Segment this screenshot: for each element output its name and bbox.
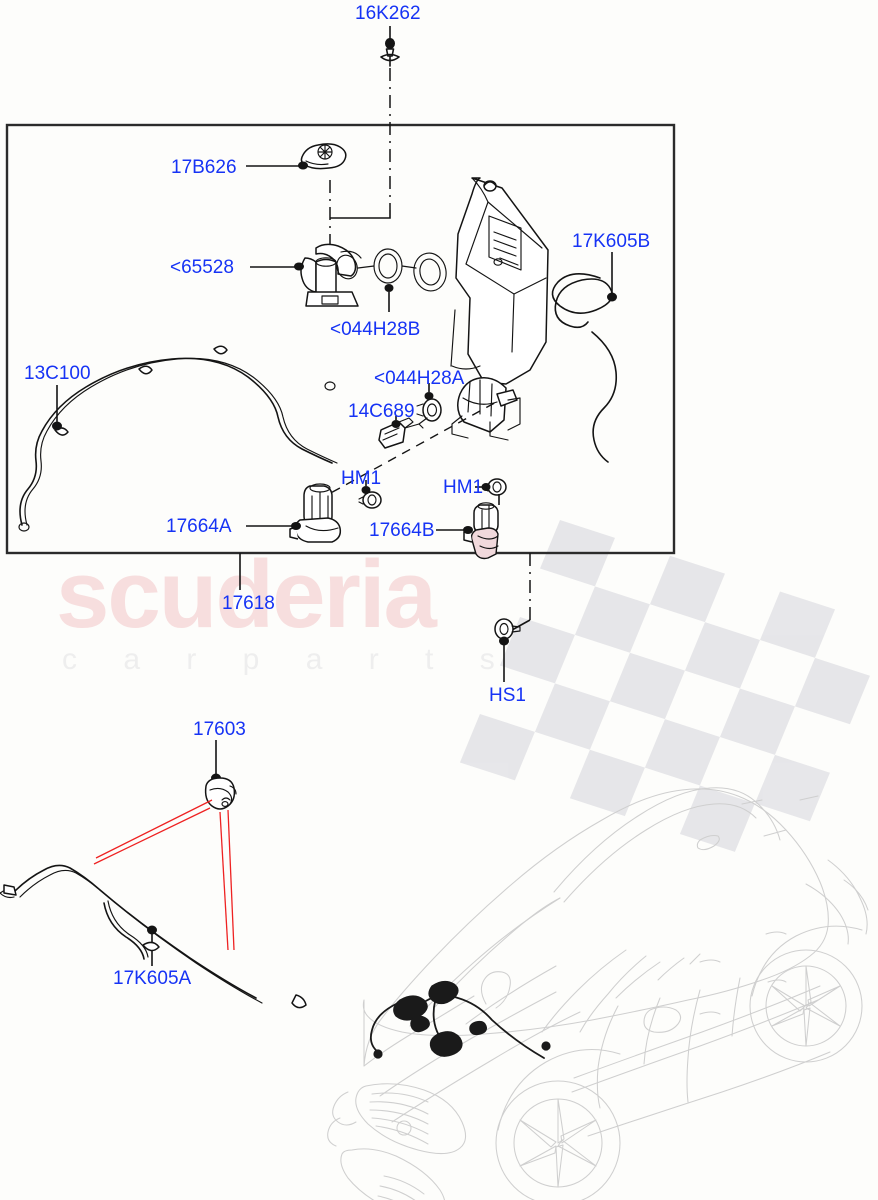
- label-044H28A[interactable]: <044H28A: [374, 368, 465, 389]
- label-17K605A[interactable]: 17K605A: [113, 968, 192, 989]
- part-044H28A-grommet: [416, 383, 442, 422]
- label-17B626[interactable]: 17B626: [171, 157, 237, 178]
- assembly-elbow-16K262: [330, 210, 391, 219]
- part-HS1-screw: [494, 553, 531, 682]
- part-17664B-pump: [436, 502, 499, 560]
- watermark-primary: scuderia: [56, 541, 437, 648]
- part-HM1-right-screw: [475, 478, 507, 505]
- label-17664B[interactable]: 17664B: [369, 520, 435, 541]
- watermark-secondary: c a r p a r t s: [62, 643, 514, 676]
- label-17K605B[interactable]: 17K605B: [572, 231, 651, 252]
- part-17618-reservoir: [401, 177, 549, 441]
- callout-red-lines: [93, 799, 235, 951]
- part-14C689-connector: [378, 416, 428, 449]
- label-044H28B[interactable]: <044H28B: [330, 319, 421, 340]
- part-17K605A-hose: [0, 864, 307, 1009]
- leader-65528: [250, 262, 304, 271]
- label-65528[interactable]: <65528: [170, 257, 234, 278]
- part-17664A-pump: [246, 483, 342, 543]
- assembly-link-pump: [317, 399, 501, 501]
- label-17603[interactable]: 17603: [193, 719, 246, 740]
- label-14C689[interactable]: 14C689: [348, 401, 415, 422]
- leader-17B626: [246, 161, 308, 170]
- part-17603-bracket: [204, 740, 237, 810]
- label-17664A[interactable]: 17664A: [166, 516, 232, 537]
- highlighted-washer-harness: [369, 980, 551, 1059]
- label-17618[interactable]: 17618: [222, 593, 275, 614]
- part-044H28B-grommet: [384, 284, 394, 312]
- label-HM1-left[interactable]: HM1: [341, 468, 382, 489]
- label-16K262[interactable]: 16K262: [355, 3, 421, 24]
- part-13C100-tube: [18, 345, 338, 532]
- diagram-frame: [5, 123, 676, 555]
- part-HM1-left-screw: [358, 480, 382, 509]
- label-HM1-right[interactable]: HM1: [443, 477, 484, 498]
- part-17K605B-hose: [551, 252, 618, 463]
- label-HS1[interactable]: HS1: [489, 685, 526, 706]
- part-16K262-clip: [380, 26, 400, 67]
- label-13C100[interactable]: 13C100: [24, 363, 91, 384]
